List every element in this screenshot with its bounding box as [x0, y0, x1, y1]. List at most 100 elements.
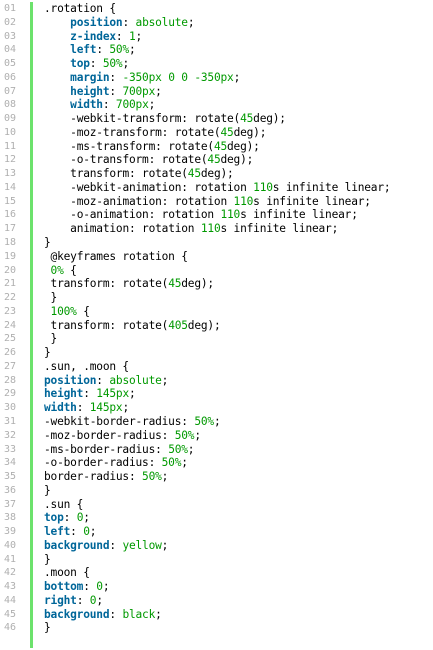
code-line: 13 transform: rotate(45deg); [0, 167, 433, 181]
line-number: 44 [4, 594, 17, 606]
code-text: width: 700px; [44, 98, 155, 112]
line-number: 02 [4, 16, 17, 28]
css-value-token: 700px [122, 84, 156, 98]
code-token: ; [155, 84, 162, 98]
css-property-token: position [70, 15, 123, 29]
code-indent [44, 85, 70, 98]
code-line: 02 position: absolute; [0, 16, 433, 30]
code-text: .moon { [44, 566, 90, 580]
code-text: width: 145px; [44, 401, 129, 415]
code-text: } [44, 346, 51, 360]
code-text: -o-transform: rotate(45deg); [44, 153, 253, 167]
code-indent [44, 98, 70, 111]
code-token: : [83, 387, 97, 401]
code-token: ; [89, 525, 97, 539]
css-property-token: position [44, 373, 97, 387]
code-token: : [63, 511, 77, 525]
code-text: border-radius: 50%; [44, 470, 168, 484]
code-token: { [63, 263, 77, 277]
code-token: } [50, 332, 58, 346]
code-line: 10 -moz-transform: rotate(45deg); [0, 126, 433, 140]
line-number: 05 [4, 58, 17, 70]
code-token: ; [96, 593, 103, 607]
css-value-token: 405 [168, 318, 188, 332]
code-indent [44, 208, 70, 221]
line-number: 37 [4, 498, 17, 510]
line-number: 04 [4, 44, 17, 56]
css-value-token: 50% [109, 43, 129, 57]
css-value-token: 50% [168, 442, 188, 456]
code-token: } [50, 291, 58, 305]
code-indent [44, 43, 70, 56]
code-token: -o-border-radius: [44, 456, 162, 470]
code-line: 24 transform: rotate(405deg); [0, 319, 433, 333]
css-value-token: absolute [135, 15, 188, 29]
code-token: : [109, 84, 123, 98]
code-token: deg); [233, 125, 267, 139]
css-value-token: 50% [194, 414, 214, 428]
code-line: 23 100% { [0, 305, 433, 319]
css-property-token: left [44, 525, 71, 539]
line-number: 11 [4, 140, 17, 152]
code-token: -o-transform: rotate( [70, 153, 208, 167]
code-text: height: 145px; [44, 387, 136, 401]
code-text: } [44, 621, 51, 635]
css-value-token: 50% [102, 57, 123, 71]
line-number: 41 [4, 553, 17, 565]
code-token: : [83, 580, 97, 594]
code-text: background: yellow; [44, 539, 168, 553]
line-number: 09 [4, 113, 17, 125]
code-token: : [96, 43, 110, 57]
code-token: s infinite linear; [240, 208, 358, 222]
code-indent [44, 222, 70, 235]
code-token: ; [128, 387, 136, 401]
code-indent [44, 112, 70, 125]
line-number: 21 [4, 278, 17, 290]
css-value-token: 110 [200, 222, 221, 236]
code-text: top: 50%; [44, 57, 129, 71]
css-property-token: height [70, 84, 110, 98]
line-number: 42 [4, 567, 17, 579]
code-token: ; [187, 442, 195, 456]
code-token: ; [161, 470, 169, 484]
code-token: : [109, 538, 123, 552]
line-number: 18 [4, 237, 17, 249]
code-line: 26} [0, 346, 433, 360]
code-line: 27.sun, .moon { [0, 360, 433, 374]
css-property-token: top [70, 57, 90, 71]
line-number: 12 [4, 154, 17, 166]
code-token: { [76, 304, 90, 318]
code-line: 37.sun { [0, 498, 433, 512]
line-number: 38 [4, 512, 17, 524]
line-number: 40 [4, 539, 17, 551]
code-token: border-radius: [44, 470, 143, 484]
code-text: -ms-border-radius: 50%; [44, 442, 195, 457]
code-line: 22 } [0, 291, 433, 305]
css-property-token: left [70, 43, 97, 57]
code-token: ; [102, 580, 110, 594]
code-line: 17 animation: rotation 110s infinite lin… [0, 222, 433, 236]
css-value-token: 45 [220, 125, 234, 139]
css-property-token: height [44, 387, 84, 401]
css-value-token: 110 [220, 208, 241, 222]
code-token: } [44, 346, 51, 360]
code-token: ; [155, 607, 162, 621]
code-token: : [115, 29, 129, 43]
css-value-token: 50% [174, 428, 195, 442]
code-token: -o-animation: rotation [70, 208, 221, 222]
code-token: s infinite linear; [253, 194, 371, 208]
code-token: deg); [227, 139, 260, 153]
css-value-token: 50% [161, 456, 182, 470]
code-indent [44, 195, 70, 208]
css-property-token: width [44, 401, 77, 415]
css-value-token: 0% [50, 263, 64, 277]
code-indent [44, 167, 70, 180]
line-number: 19 [4, 250, 17, 262]
line-number: 03 [4, 30, 17, 42]
code-text: .rotation { [44, 2, 116, 16]
code-text: position: absolute; [44, 16, 194, 30]
